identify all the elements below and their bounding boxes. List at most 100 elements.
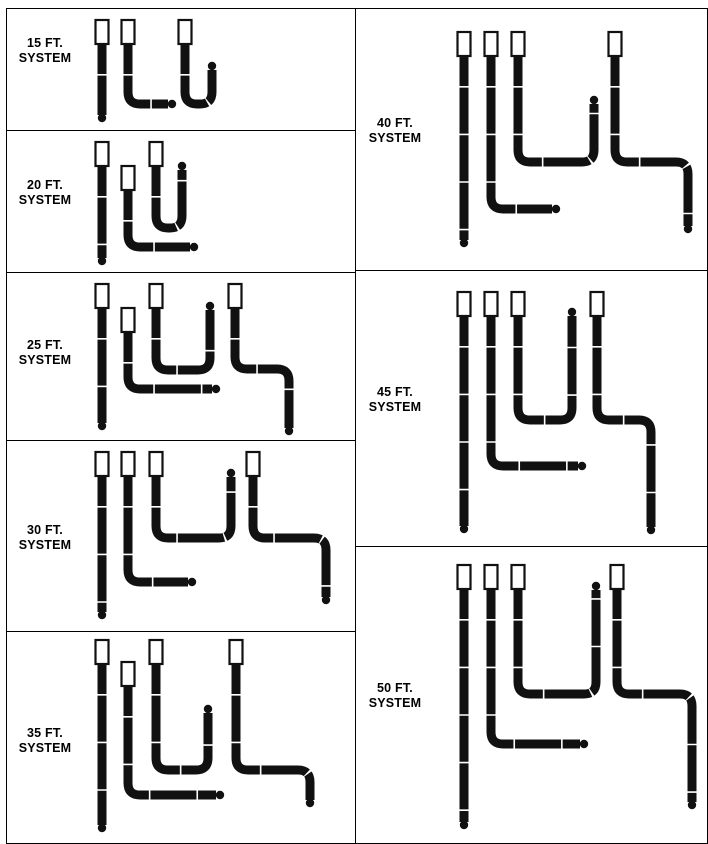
- system-text: SYSTEM: [18, 538, 72, 552]
- hose-segment: [123, 190, 190, 252]
- end-plug: [646, 525, 656, 535]
- hose-joint: [123, 686, 216, 800]
- system-label-40ft: 40 FT. SYSTEM: [362, 116, 428, 146]
- end-plug: [97, 421, 107, 431]
- coupler-fitting: [510, 290, 526, 318]
- end-plug: [589, 95, 599, 105]
- coupler-fitting: [148, 638, 164, 666]
- hose-joint: [151, 308, 215, 375]
- hose-joint: [513, 589, 601, 699]
- row-divider: [355, 546, 708, 547]
- coupler-fitting: [510, 563, 526, 591]
- hose-joint: [123, 332, 212, 394]
- system-label-15ft: 15 FT. SYSTEM: [12, 36, 78, 66]
- system-text: SYSTEM: [18, 193, 72, 207]
- end-plug: [226, 468, 236, 478]
- hose-segment: [486, 56, 552, 214]
- hose-segment: [230, 308, 294, 428]
- hose-segment: [248, 476, 331, 597]
- coupler-fitting: [456, 30, 472, 58]
- coupler-fitting: [483, 30, 499, 58]
- coupler-fitting: [483, 563, 499, 591]
- hose-joint: [151, 664, 213, 775]
- end-plug: [683, 224, 693, 234]
- length-text: 30 FT.: [27, 523, 63, 537]
- length-text: 45 FT.: [377, 385, 413, 399]
- end-plug: [577, 461, 587, 471]
- hose-segment: [612, 589, 697, 802]
- system-label-50ft: 50 FT. SYSTEM: [362, 681, 428, 711]
- end-plug: [211, 384, 221, 394]
- row-divider: [6, 130, 355, 131]
- hose-segment: [513, 316, 577, 425]
- column-divider: [355, 8, 356, 844]
- coupler-fitting: [177, 18, 193, 46]
- row-divider: [6, 272, 355, 273]
- hose-segment: [486, 316, 578, 471]
- length-text: 40 FT.: [377, 116, 413, 130]
- coupler-fitting: [120, 18, 136, 46]
- end-plug: [551, 204, 561, 214]
- hose-joint: [592, 316, 656, 527]
- system-text: SYSTEM: [368, 400, 422, 414]
- hose-segment: [123, 44, 168, 109]
- length-text: 25 FT.: [27, 338, 63, 352]
- length-text: 20 FT.: [27, 178, 63, 192]
- hose-joint: [123, 44, 168, 109]
- end-plug: [591, 581, 601, 591]
- end-plug: [459, 820, 469, 830]
- length-text: 35 FT.: [27, 726, 63, 740]
- coupler-fitting: [589, 290, 605, 318]
- end-plug: [97, 256, 107, 266]
- coupler-fitting: [120, 660, 136, 688]
- coupler-fitting: [227, 282, 243, 310]
- hose-segment: [151, 166, 187, 233]
- hose-joint: [513, 56, 599, 167]
- system-label-35ft: 35 FT. SYSTEM: [12, 726, 78, 756]
- end-plug: [205, 301, 215, 311]
- coupler-fitting: [228, 638, 244, 666]
- hose-segment: [231, 664, 315, 800]
- coupler-fitting: [609, 563, 625, 591]
- coupler-fitting: [148, 282, 164, 310]
- end-plug: [203, 704, 213, 714]
- system-label-20ft: 20 FT. SYSTEM: [12, 178, 78, 208]
- row-divider: [6, 631, 355, 632]
- end-plug: [215, 790, 225, 800]
- coupler-fitting: [94, 282, 110, 310]
- hose-joint: [231, 664, 315, 800]
- coupler-fitting: [148, 140, 164, 168]
- hose-joint: [610, 56, 693, 226]
- hose-joint: [486, 589, 580, 749]
- hose-segment: [180, 44, 217, 109]
- coupler-fitting: [94, 638, 110, 666]
- end-plug: [459, 524, 469, 534]
- hose-segment: [123, 686, 216, 800]
- hose-segment: [486, 589, 580, 749]
- coupler-fitting: [94, 18, 110, 46]
- end-plug: [97, 113, 107, 123]
- coupler-fitting: [456, 563, 472, 591]
- end-plug: [177, 161, 187, 171]
- end-plug: [579, 739, 589, 749]
- coupler-fitting: [120, 450, 136, 478]
- end-plug: [207, 61, 217, 71]
- coupler-fitting: [148, 450, 164, 478]
- system-text: SYSTEM: [368, 131, 422, 145]
- system-text: SYSTEM: [368, 696, 422, 710]
- end-plug: [567, 307, 577, 317]
- coupler-fitting: [607, 30, 623, 58]
- system-text: SYSTEM: [18, 741, 72, 755]
- hose-joint: [486, 316, 578, 471]
- hose-segment: [151, 476, 236, 543]
- end-plug: [305, 798, 315, 808]
- coupler-fitting: [510, 30, 526, 58]
- system-text: SYSTEM: [18, 51, 72, 65]
- end-plug: [97, 823, 107, 833]
- end-plug: [321, 595, 331, 605]
- hose-segment: [151, 664, 213, 775]
- hose-joint: [513, 316, 577, 425]
- hose-segment: [151, 308, 215, 375]
- length-text: 15 FT.: [27, 36, 63, 50]
- end-plug: [167, 99, 177, 109]
